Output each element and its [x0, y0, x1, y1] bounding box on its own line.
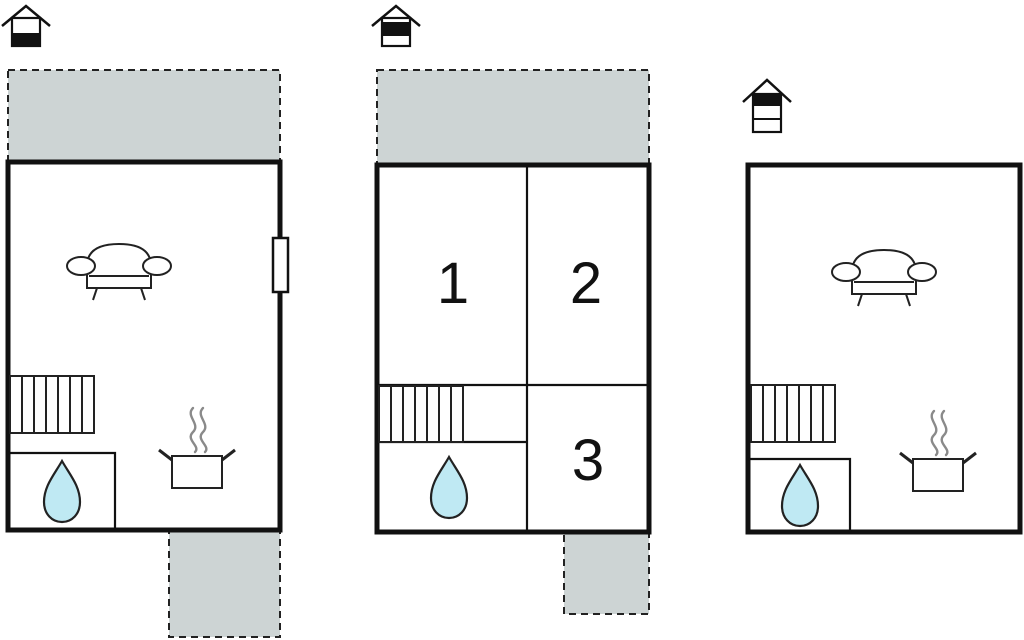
- cooking-pot-icon: [158, 406, 236, 489]
- stairs-icon: [9, 375, 95, 434]
- terrace-top: [7, 69, 281, 163]
- room-number-3: 3: [572, 428, 604, 493]
- stairs-icon: [750, 384, 836, 443]
- sofa-icon: [66, 242, 172, 301]
- floor-plan-3: [742, 78, 1023, 535]
- floor-outline: [5, 159, 283, 533]
- house-level-second-icon: [742, 78, 792, 134]
- terrace-bottom: [168, 529, 281, 638]
- floor-plan-1: [1, 4, 290, 638]
- terrace-top: [376, 69, 650, 166]
- water-drop-icon: [429, 454, 469, 520]
- floor-outline: [745, 162, 1023, 535]
- room-number-1: 1: [437, 251, 469, 316]
- floor-outline: [374, 162, 652, 535]
- bathroom-wall: [748, 457, 852, 532]
- terrace-bottom: [563, 531, 650, 615]
- stairs-icon: [378, 385, 464, 443]
- cooking-pot-icon: [899, 409, 977, 492]
- water-drop-icon: [42, 458, 82, 524]
- water-drop-icon: [780, 462, 820, 528]
- door-icon: [271, 236, 290, 294]
- sofa-icon: [831, 248, 937, 307]
- bathroom-wall: [8, 451, 117, 530]
- floor-plan-2: 1 2 3: [371, 4, 652, 615]
- house-level-first-icon: [371, 4, 421, 48]
- house-level-ground-icon: [1, 4, 51, 48]
- room-number-2: 2: [570, 251, 602, 316]
